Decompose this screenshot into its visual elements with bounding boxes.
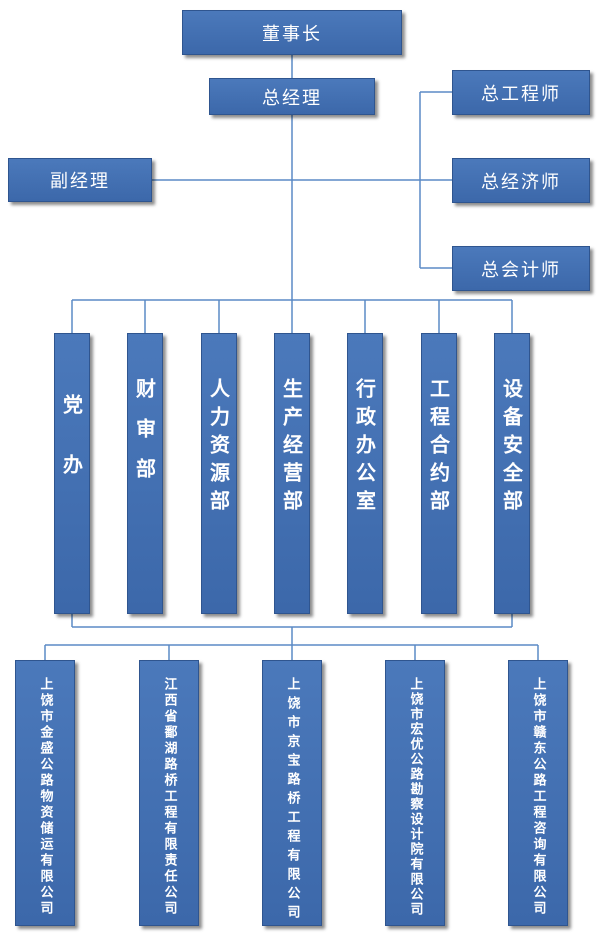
chairman-box: 董事长 [182, 10, 402, 55]
department-box: 人力资源部 [201, 333, 237, 614]
department-label: 生产经营部 [279, 378, 304, 518]
company-label: 上饶市赣东公路工程咨询有限公司 [530, 677, 546, 917]
company-label: 江西省鄱湖路桥工程有限责任公司 [161, 677, 177, 917]
chief-economist-label: 总经济师 [481, 171, 561, 193]
department-box: 设备安全部 [494, 333, 530, 614]
deputy-manager-label: 副经理 [50, 171, 110, 192]
subsidiary-company-box: 上饶市金盛公路物资储运有限公司 [15, 660, 75, 926]
subsidiary-company-box: 上饶市赣东公路工程咨询有限公司 [508, 660, 568, 926]
department-label: 工程合约部 [426, 378, 451, 518]
department-box: 行政办公室 [347, 333, 383, 614]
subsidiary-company-box: 上饶市宏优公路勘察设计院有限公司 [385, 660, 445, 926]
department-label: 行政办公室 [352, 378, 377, 518]
deputy-manager-box: 副经理 [8, 158, 152, 202]
department-label: 人力资源部 [206, 378, 231, 518]
chief-accountant-box: 总会计师 [452, 246, 590, 291]
chief-accountant-label: 总会计师 [481, 259, 561, 281]
chief-engineer-label: 总工程师 [481, 83, 561, 105]
general-manager-box: 总经理 [209, 78, 375, 115]
company-label: 上饶市京宝路桥工程有限公司 [284, 677, 300, 924]
department-label: 设备安全部 [499, 378, 524, 518]
department-box: 工程合约部 [421, 333, 457, 614]
department-box: 生产经营部 [274, 333, 310, 614]
company-label: 上饶市宏优公路勘察设计院有限公司 [407, 677, 423, 917]
chief-economist-box: 总经济师 [452, 158, 590, 203]
department-box: 党办 [54, 333, 90, 614]
chief-engineer-box: 总工程师 [452, 70, 590, 115]
general-manager-label: 总经理 [262, 87, 322, 109]
subsidiary-company-box: 江西省鄱湖路桥工程有限责任公司 [139, 660, 199, 926]
department-label: 党办 [59, 394, 84, 514]
subsidiary-company-box: 上饶市京宝路桥工程有限公司 [262, 660, 322, 926]
company-label: 上饶市金盛公路物资储运有限公司 [37, 677, 53, 917]
department-label: 财审部 [132, 378, 157, 498]
department-box: 财审部 [127, 333, 163, 614]
chairman-label: 董事长 [262, 23, 322, 45]
